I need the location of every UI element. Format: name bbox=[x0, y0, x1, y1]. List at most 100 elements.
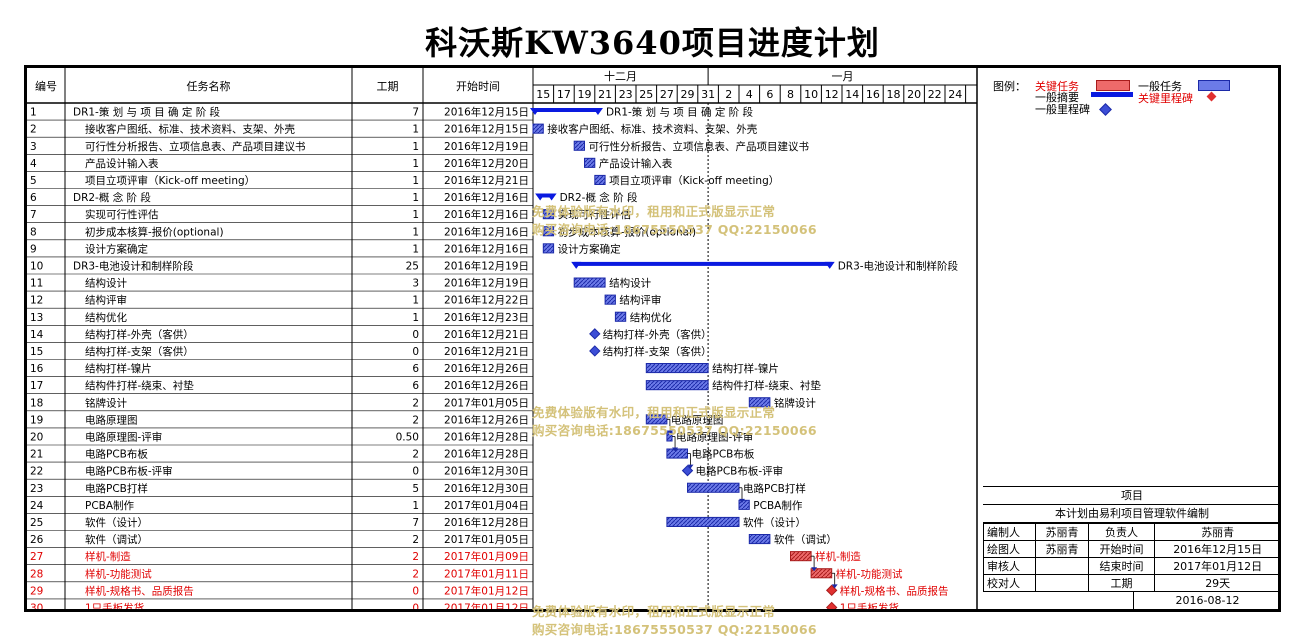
task-name: 电路PCB布板-评审 bbox=[85, 465, 173, 478]
bar-label: 电路PCB布板-评审 bbox=[696, 465, 784, 478]
watermark-2b: 购买咨询电话:18675550537 QQ:22150066 bbox=[532, 423, 817, 438]
task-name: 电路原理图-评审 bbox=[85, 430, 162, 443]
task-id: 14 bbox=[30, 329, 44, 341]
bar-label: 软件（调试） bbox=[774, 533, 837, 546]
legend-label: 图例： bbox=[993, 80, 1026, 93]
task-id: 22 bbox=[30, 466, 43, 478]
dependency-arrow bbox=[831, 584, 838, 589]
task-start: 2016年12月28日 bbox=[444, 448, 529, 461]
task-duration: 1 bbox=[412, 226, 419, 238]
header-name: 任务名称 bbox=[187, 79, 231, 93]
task-bar bbox=[748, 397, 771, 408]
summary-cap-right bbox=[592, 108, 603, 115]
task-duration: 0.50 bbox=[396, 431, 419, 443]
day-label: 31 bbox=[701, 88, 715, 101]
task-start: 2016年12月21日 bbox=[444, 328, 529, 341]
task-duration: 2 bbox=[412, 534, 419, 546]
task-bar bbox=[532, 123, 544, 134]
bar-label: DR3-电池设计和制样阶段 bbox=[838, 259, 959, 272]
legend-normal-task-label: 一般任务 bbox=[1138, 80, 1182, 93]
info-subtitle: 本计划由易利项目管理软件编制 bbox=[983, 505, 1281, 523]
task-duration: 1 bbox=[412, 500, 419, 512]
info-value: 29天 bbox=[1154, 574, 1281, 592]
task-bar bbox=[666, 516, 740, 527]
dependency-arrow bbox=[739, 498, 745, 503]
task-name: 结构优化 bbox=[85, 311, 127, 324]
legend-critical-task-label: 关键任务 bbox=[1035, 80, 1079, 93]
bar-label: 可行性分析报告、立项信息表、产品项目建议书 bbox=[589, 140, 810, 153]
month-label: 十二月 bbox=[604, 69, 637, 83]
task-bar bbox=[542, 243, 555, 254]
bar-label: 1只手板发货 bbox=[840, 601, 899, 609]
task-name: 项目立项评审（Kick-off meeting） bbox=[85, 174, 255, 187]
task-duration: 2 bbox=[412, 449, 419, 461]
task-start: 2017年01月09日 bbox=[444, 550, 529, 563]
task-id: 18 bbox=[30, 397, 43, 409]
task-start: 2016年12月21日 bbox=[444, 174, 529, 187]
legend-critical-milestone-label: 关键里程碑 bbox=[1138, 92, 1193, 105]
project-info-block: 项目 本计划由易利项目管理软件编制 编制人苏丽青负责人苏丽青绘图人苏丽青开始时间… bbox=[982, 486, 1281, 610]
day-label: 24 bbox=[948, 88, 962, 101]
task-duration: 0 bbox=[412, 602, 419, 609]
task-name: 产品设计输入表 bbox=[85, 157, 159, 170]
task-bar bbox=[584, 157, 596, 168]
bar-label: 初步成本核算-报价(optional) bbox=[558, 225, 697, 238]
task-bar bbox=[666, 448, 689, 459]
milestone-marker bbox=[589, 328, 601, 340]
task-duration: 2 bbox=[412, 414, 419, 426]
task-bar bbox=[790, 551, 812, 562]
info-value: 苏丽青 bbox=[1035, 523, 1089, 541]
summary-bar bbox=[574, 261, 832, 266]
task-start: 2017年01月04日 bbox=[444, 499, 529, 512]
task-id: 5 bbox=[30, 175, 37, 187]
task-name: 实现可行性评估 bbox=[85, 208, 159, 221]
bar-label: 结构优化 bbox=[630, 311, 672, 324]
bar-label: 设计方案确定 bbox=[558, 242, 621, 255]
bar-label: 样机-制造 bbox=[815, 550, 861, 563]
task-duration: 1 bbox=[412, 124, 419, 136]
info-date: 2016-08-12 bbox=[1133, 592, 1281, 610]
info-value: 2016年12月15日 bbox=[1154, 540, 1281, 558]
task-id: 17 bbox=[30, 380, 43, 392]
task-name: 样机-规格书、品质报告 bbox=[85, 584, 194, 597]
task-id: 24 bbox=[30, 500, 44, 512]
dependency-arrow bbox=[666, 430, 673, 435]
task-duration: 1 bbox=[412, 295, 419, 307]
task-id: 8 bbox=[30, 226, 37, 238]
header-start: 开始时间 bbox=[456, 79, 500, 93]
task-id: 15 bbox=[30, 346, 43, 358]
task-duration: 1 bbox=[412, 243, 419, 255]
task-bar bbox=[542, 226, 555, 237]
bar-label: DR2-概 念 阶 段 bbox=[560, 191, 638, 204]
task-id: 27 bbox=[30, 551, 43, 563]
bar-label: 铭牌设计 bbox=[774, 396, 816, 409]
bar-label: 电路PCB布板 bbox=[692, 448, 755, 461]
task-start: 2016年12月23日 bbox=[444, 311, 529, 324]
task-duration: 1 bbox=[412, 141, 419, 153]
page-title: 科沃斯KW3640项目进度计划 bbox=[425, 24, 880, 62]
task-name: DR2-概 念 阶 段 bbox=[73, 191, 151, 204]
summary-bar bbox=[533, 108, 600, 112]
bar-label: 结构打样-外壳（客供） bbox=[603, 328, 712, 341]
task-name: 软件（调试） bbox=[85, 533, 148, 546]
task-name: 设计方案确定 bbox=[85, 242, 148, 255]
day-label: 20 bbox=[907, 88, 921, 101]
day-label: 6 bbox=[766, 88, 773, 101]
day-label: 8 bbox=[787, 88, 794, 101]
bar-label: 样机-功能测试 bbox=[836, 567, 903, 580]
task-name: 结构打样-支架（客供） bbox=[85, 345, 194, 358]
task-name: 结构打样-镍片 bbox=[85, 362, 152, 375]
task-bar bbox=[573, 277, 606, 288]
task-name: 电路原理图 bbox=[85, 413, 138, 426]
task-duration: 1 bbox=[412, 312, 419, 324]
task-id: 13 bbox=[30, 312, 43, 324]
info-label: 校对人 bbox=[982, 574, 1037, 592]
info-value: 苏丽青 bbox=[1035, 540, 1089, 558]
day-label: 19 bbox=[578, 88, 592, 101]
day-label: 10 bbox=[804, 88, 818, 101]
info-label: 绘图人 bbox=[982, 540, 1037, 558]
milestone-marker bbox=[681, 464, 694, 477]
task-name: 结构打样-外壳（客供） bbox=[85, 328, 194, 341]
task-id: 23 bbox=[30, 483, 43, 495]
